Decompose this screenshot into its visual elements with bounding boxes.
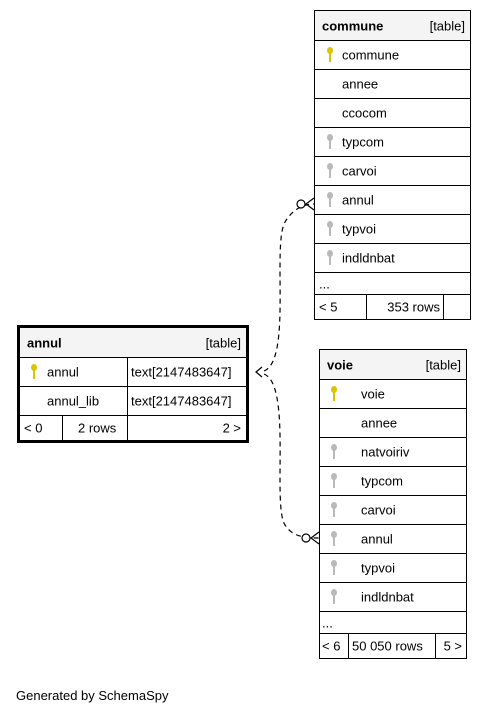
column-name: natvoiriv: [361, 444, 410, 460]
foreign-key-icon: [326, 221, 334, 237]
voie-crowfoot: [310, 531, 320, 545]
foreign-key-icon: [330, 531, 338, 547]
column-row[interactable]: natvoiriv: [320, 437, 466, 466]
column-row[interactable]: annul text[2147483647]: [20, 357, 246, 386]
row-count: 2 rows: [78, 420, 117, 436]
column-row[interactable]: annul: [320, 524, 466, 553]
column-name: annee: [342, 76, 379, 92]
table-footer: < 0 2 rows 2 >: [20, 415, 246, 440]
column-name: typcom: [361, 473, 403, 489]
column-row[interactable]: indldnbat: [315, 243, 470, 272]
column-name: carvoi: [342, 163, 377, 179]
table-header[interactable]: voie [table]: [320, 350, 466, 379]
primary-key-icon: [330, 386, 338, 402]
commune-crowfoot-circle: [296, 199, 306, 209]
table-name: annul: [27, 335, 62, 350]
column-name: indldnbat: [342, 250, 395, 266]
foreign-key-icon: [326, 192, 334, 208]
ellipsis: ...: [322, 615, 333, 630]
foreign-key-icon: [330, 502, 338, 518]
column-name: annee: [361, 415, 398, 431]
table-commune[interactable]: commune [table] commune annee ccocom typ…: [314, 10, 471, 320]
column-name: annul: [47, 364, 79, 380]
foreign-key-icon: [330, 560, 338, 576]
parents-count[interactable]: < 0: [24, 420, 43, 436]
parents-count[interactable]: < 5: [319, 299, 338, 315]
table-footer: < 5 353 rows: [315, 294, 470, 319]
column-name: commune: [342, 47, 400, 63]
column-row[interactable]: annul: [315, 185, 470, 214]
row-count: 50 050 rows: [352, 638, 423, 654]
foreign-key-icon: [330, 589, 338, 605]
ellipsis: ...: [319, 276, 330, 291]
edge-annul-voie: [263, 373, 320, 539]
column-name: typvoi: [342, 221, 376, 237]
table-name: voie: [327, 357, 354, 372]
children-count[interactable]: 2 >: [222, 420, 241, 436]
column-name: annul: [342, 192, 374, 208]
column-row[interactable]: carvoi: [320, 495, 466, 524]
table-type-label: [table]: [205, 335, 241, 350]
column-type: text[2147483647]: [131, 364, 232, 380]
column-name: carvoi: [361, 502, 396, 518]
column-row[interactable]: annee: [320, 408, 466, 437]
column-row[interactable]: typvoi: [320, 553, 466, 582]
column-name: ccocom: [342, 105, 387, 121]
column-name: voie: [361, 386, 385, 402]
ellipsis-row: ...: [320, 611, 466, 633]
column-row[interactable]: annee: [315, 69, 470, 98]
foreign-key-icon: [330, 473, 338, 489]
column-row[interactable]: annul_lib text[2147483647]: [20, 386, 246, 415]
parents-count[interactable]: < 6: [322, 638, 341, 654]
column-row[interactable]: carvoi: [315, 156, 470, 185]
table-name: commune: [322, 18, 384, 33]
foreign-key-icon: [330, 444, 338, 460]
column-row[interactable]: commune: [315, 40, 470, 69]
table-header[interactable]: annul [table]: [20, 328, 246, 357]
column-name: annul: [361, 531, 393, 547]
column-row[interactable]: typvoi: [315, 214, 470, 243]
column-row[interactable]: typcom: [315, 127, 470, 156]
voie-crowfoot-circle: [301, 533, 311, 543]
foreign-key-icon: [326, 250, 334, 266]
ellipsis-row: ...: [315, 272, 470, 294]
column-name: indldnbat: [361, 589, 414, 605]
generated-by-label: Generated by SchemaSpy: [16, 688, 169, 703]
table-annul[interactable]: annul [table] annul text[2147483647] ann…: [17, 325, 249, 443]
column-row[interactable]: typcom: [320, 466, 466, 495]
foreign-key-icon: [326, 163, 334, 179]
foreign-key-icon: [326, 134, 334, 150]
table-footer: < 6 50 050 rows 5 >: [320, 633, 466, 658]
edge-annul-arrowhead: [255, 366, 263, 378]
primary-key-icon: [30, 364, 38, 380]
column-row[interactable]: ccocom: [315, 98, 470, 127]
column-name: typvoi: [361, 560, 395, 576]
children-count[interactable]: 5 >: [443, 638, 462, 654]
table-header[interactable]: commune [table]: [315, 11, 470, 40]
primary-key-icon: [326, 47, 334, 63]
edge-annul-commune: [263, 203, 315, 372]
table-type-label: [table]: [425, 357, 461, 372]
column-name: typcom: [342, 134, 384, 150]
table-voie[interactable]: voie [table] voie annee natvoiriv typcom…: [319, 349, 467, 659]
column-row[interactable]: voie: [320, 379, 466, 408]
column-row[interactable]: indldnbat: [320, 582, 466, 611]
commune-crowfoot: [305, 197, 315, 211]
table-type-label: [table]: [429, 18, 465, 33]
column-type: text[2147483647]: [131, 393, 232, 409]
column-name: annul_lib: [47, 393, 100, 409]
row-count: 353 rows: [387, 299, 440, 315]
